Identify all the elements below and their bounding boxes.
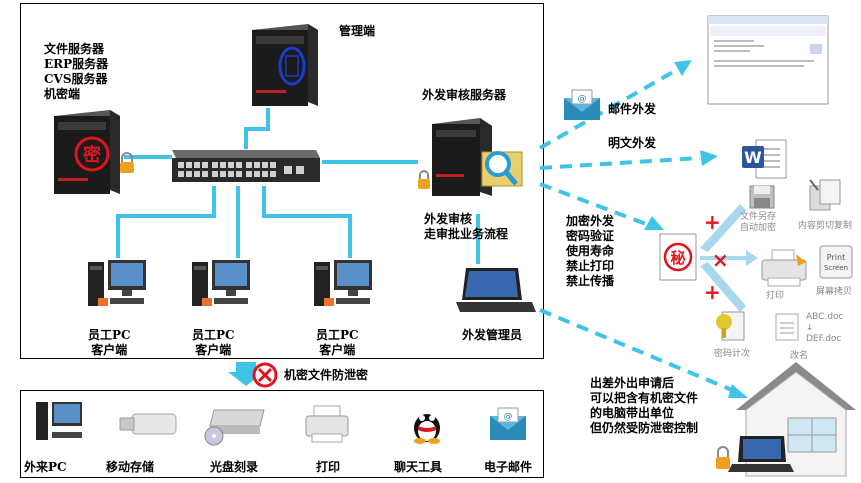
device-label-usb: 移动存储 [106, 460, 155, 474]
device-label-external-pc: 外来PC [24, 460, 67, 474]
wire-pc3-horizontal [262, 214, 352, 218]
word-document-icon: W [742, 139, 787, 179]
house-icon [728, 362, 856, 477]
audit-lock-icon [418, 170, 430, 189]
file-servers-label: 文件服务器 ERP服务器 CVS服务器 机密端 [44, 42, 109, 101]
network-switch-icon [172, 150, 320, 182]
lock-icon [120, 152, 134, 173]
cross-mark-print: × [712, 248, 729, 272]
wire-admin-horizontal [244, 127, 270, 131]
rename-files-text: ABC.doc ↓ DEF.doc [806, 312, 844, 344]
employee-pc-icon-2 [192, 260, 250, 306]
admin-server-icon [252, 24, 318, 106]
control-branches [700, 204, 758, 312]
device-label-print: 打印 [316, 460, 341, 474]
prohibited-icon [252, 362, 278, 388]
svg-text:@: @ [504, 412, 513, 422]
screen-copy-label: 屏幕拷贝 [816, 287, 853, 297]
device-label-email: 电子邮件 [484, 460, 533, 474]
employee-pc-icon-3 [314, 260, 372, 306]
print-label: 打印 [766, 291, 785, 301]
password-count-label: 密码计次 [714, 349, 751, 359]
wire-secret-server-switch [124, 155, 172, 159]
manager-laptop-icon [456, 268, 536, 312]
employee-pc-icon-1 [88, 260, 146, 306]
audit-server-label: 外发审核服务器 [422, 88, 507, 102]
svg-text:密: 密 [83, 144, 101, 166]
manager-label: 外发管理员 [462, 328, 523, 342]
audit-flow-label: 外发审核 走审批业务流程 [424, 212, 509, 241]
email-window-preview-icon [707, 15, 829, 105]
save-as-encrypt-icon [749, 185, 775, 209]
plus-mark-top: + [704, 210, 721, 234]
svg-text:W: W [744, 148, 762, 167]
house-lock-icon [716, 446, 730, 469]
trip-label: 出差外出申请后 可以把含有机密文件 的电脑带出单位 但仍然受防泄密控制 [590, 376, 699, 435]
audit-server-icon [432, 118, 523, 196]
plain-out-label: 明文外发 [608, 136, 657, 150]
classified-document-icon: 秘 [659, 233, 697, 281]
rename-label: 改名 [790, 351, 809, 361]
outgoing-email-icon: @ [564, 89, 600, 120]
wire-switch-audit [322, 160, 418, 164]
external-pc-icon [36, 402, 82, 440]
device-label-disc: 光盘刻录 [210, 460, 259, 474]
wire-admin-drop [244, 127, 248, 149]
device-label-chat: 聊天工具 [394, 460, 443, 474]
svg-text:Screen: Screen [824, 264, 848, 272]
admin-label: 管理端 [339, 24, 376, 38]
svg-text:Print: Print [827, 253, 845, 262]
usb-drive-icon [119, 413, 177, 435]
copy-paste-label: 内容剪切复制 [798, 221, 853, 231]
wire-pc3-drop [348, 214, 352, 258]
secret-server-icon: 密 [54, 110, 120, 194]
print-screen-key-icon: Print Screen [819, 245, 853, 279]
rename-icon [775, 313, 799, 341]
wire-switch-pc2 [236, 186, 240, 258]
blocked-devices-frame [20, 390, 544, 478]
print-control-icon [761, 249, 807, 287]
svg-text:秘: 秘 [670, 249, 685, 267]
disc-burner-icon [204, 409, 265, 446]
svg-text:@: @ [578, 94, 587, 104]
leak-prevention-label: 机密文件防泄密 [284, 368, 369, 382]
plus-mark-bottom: + [704, 280, 721, 304]
wire-switch-pc1 [212, 186, 216, 216]
printer-icon [305, 405, 349, 443]
wire-pc1-drop [116, 214, 120, 258]
wire-manager-audit [476, 214, 480, 264]
internal-network-frame [20, 3, 544, 359]
copy-paste-icon [809, 179, 841, 211]
password-count-icon [716, 311, 745, 341]
chat-tool-icon [414, 414, 440, 444]
wire-admin-vertical [266, 108, 270, 130]
email-out-label: 邮件外发 [608, 102, 657, 116]
email-icon: @ [490, 407, 526, 440]
encrypt-out-label: 加密外发 密码验证 使用寿命 禁止打印 禁止传播 [566, 214, 615, 288]
save-as-label: 文件另存自动加密 [740, 212, 777, 233]
wire-switch-pc3 [262, 186, 266, 216]
wire-pc1-horizontal [116, 214, 216, 218]
